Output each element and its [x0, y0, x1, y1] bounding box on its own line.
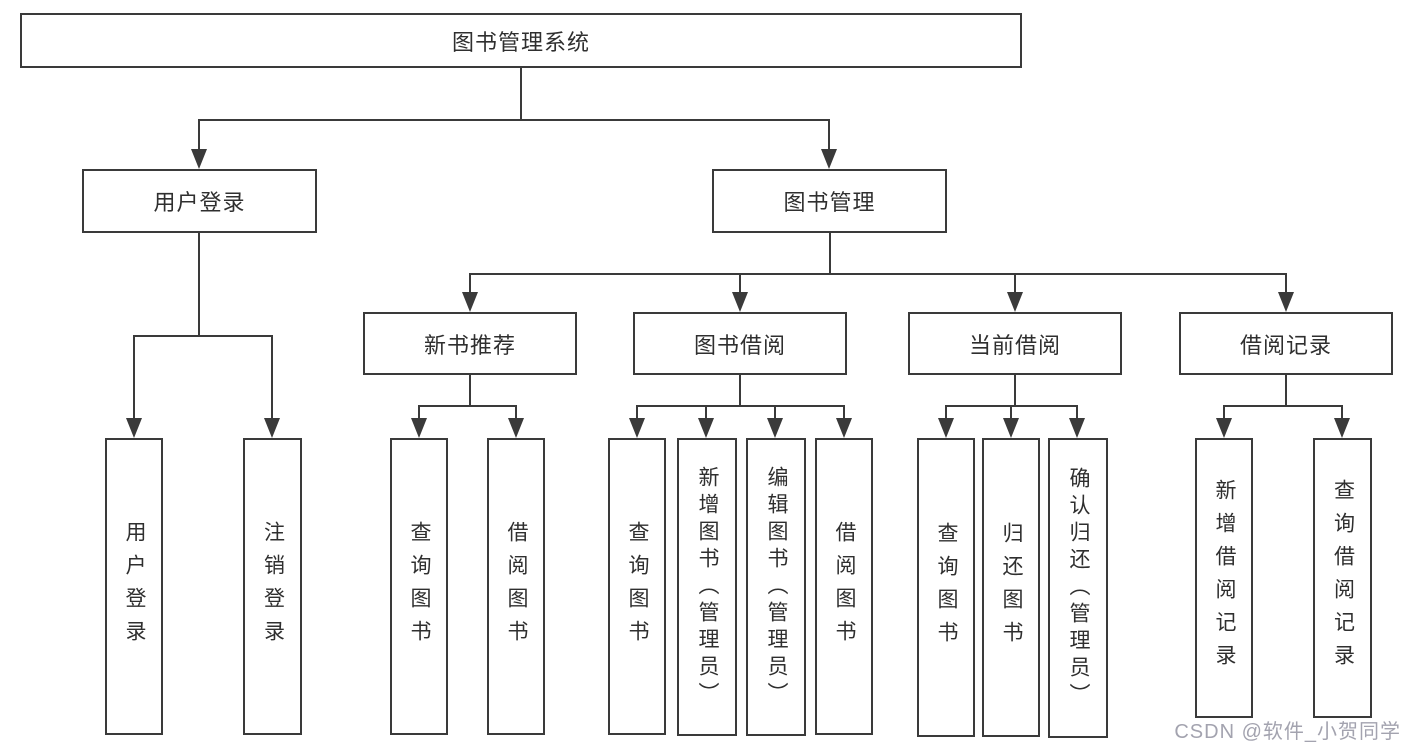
connector-drop	[945, 405, 947, 420]
arrow-down-icon	[698, 418, 714, 438]
node-root-label: 图书管理系统	[451, 29, 590, 55]
connector-user-login-rail	[133, 335, 273, 337]
arrow-down-icon	[836, 418, 852, 438]
leaf-borrow-books-recommend: 借阅图书	[487, 438, 545, 735]
connector-drop	[418, 405, 420, 420]
node-borrow-records-label: 借阅记录	[1239, 332, 1332, 358]
leaf-add-book-admin: 新增图书（管理员）	[677, 438, 737, 736]
connector-user-login-drop	[198, 119, 200, 150]
csdn-watermark: CSDN @软件_小贺同学	[1174, 721, 1401, 743]
node-current-borrow: 当前借阅	[908, 312, 1122, 375]
connector-book-mgmt-down	[829, 233, 831, 274]
leaf-label: 注销登录	[261, 520, 285, 653]
connector-new-book-down	[469, 375, 471, 406]
arrow-down-icon	[1278, 292, 1294, 312]
leaf-label: 新增借阅记录	[1213, 479, 1236, 677]
leaf-logout: 注销登录	[243, 438, 302, 735]
arrow-down-icon	[938, 418, 954, 438]
connector-drop	[1076, 405, 1078, 420]
node-new-book-recommend: 新书推荐	[363, 312, 577, 375]
connector-drop	[469, 273, 471, 294]
leaf-label: 借阅图书	[833, 520, 856, 653]
arrow-down-icon	[1069, 418, 1085, 438]
arrow-down-icon	[264, 418, 280, 438]
connector-drop	[133, 335, 135, 420]
arrow-down-icon	[732, 292, 748, 312]
arrow-down-icon	[1003, 418, 1019, 438]
connector-drop	[1285, 273, 1287, 294]
leaf-label: 新增图书（管理员）	[696, 465, 719, 709]
leaf-label: 查询图书	[935, 521, 958, 654]
connector-drop	[1010, 405, 1012, 420]
connector-drop	[636, 405, 638, 420]
connector-drop	[843, 405, 845, 420]
leaf-label: 归还图书	[1000, 521, 1023, 654]
leaf-borrow-books: 借阅图书	[815, 438, 873, 735]
connector-level2-rail	[198, 119, 830, 121]
leaf-user-login: 用户登录	[105, 438, 163, 735]
leaf-label: 查询图书	[408, 520, 431, 653]
connector-drop	[1223, 405, 1225, 420]
leaf-query-books-current: 查询图书	[917, 438, 975, 737]
node-root: 图书管理系统	[20, 13, 1022, 68]
arrow-down-icon	[191, 149, 207, 169]
arrow-down-icon	[629, 418, 645, 438]
node-book-management-label: 图书管理	[783, 190, 876, 215]
arrow-down-icon	[411, 418, 427, 438]
connector-drop	[774, 405, 776, 420]
arrow-down-icon	[821, 149, 837, 169]
leaf-label: 编辑图书（管理员）	[765, 465, 788, 709]
connector-book-mgmt-drop	[828, 119, 830, 150]
connector-drop	[1341, 405, 1343, 420]
arrow-down-icon	[1216, 418, 1232, 438]
arrow-down-icon	[1334, 418, 1350, 438]
leaf-edit-book-admin: 编辑图书（管理员）	[746, 438, 806, 736]
connector-book-borrow-rail	[636, 405, 845, 407]
node-borrow-records: 借阅记录	[1179, 312, 1393, 375]
arrow-down-icon	[126, 418, 142, 438]
leaf-add-borrow-record: 新增借阅记录	[1195, 438, 1253, 718]
leaf-label: 借阅图书	[505, 520, 528, 653]
connector-drop	[271, 335, 273, 420]
arrow-down-icon	[1007, 292, 1023, 312]
connector-user-login-down	[198, 233, 200, 336]
node-user-login-label: 用户登录	[153, 190, 246, 215]
connector-drop	[705, 405, 707, 420]
connector-book-borrow-down	[739, 375, 741, 406]
leaf-label: 查询图书	[626, 520, 649, 653]
node-user-login: 用户登录	[82, 169, 317, 233]
connector-drop	[1014, 273, 1016, 294]
connector-new-book-rail	[418, 405, 517, 407]
connector-level3-rail	[470, 273, 1287, 275]
leaf-query-books-borrow: 查询图书	[608, 438, 666, 735]
connector-drop	[515, 405, 517, 420]
arrow-down-icon	[462, 292, 478, 312]
leaf-label: 用户登录	[123, 520, 146, 653]
leaf-confirm-return-admin: 确认归还（管理员）	[1048, 438, 1108, 738]
node-book-borrow-label: 图书借阅	[693, 332, 786, 358]
node-new-book-recommend-label: 新书推荐	[423, 332, 516, 358]
leaf-query-books-recommend: 查询图书	[390, 438, 448, 735]
node-book-management: 图书管理	[712, 169, 947, 233]
connector-drop	[739, 273, 741, 294]
arrow-down-icon	[767, 418, 783, 438]
connector-borrow-records-down	[1285, 375, 1287, 406]
leaf-label: 查询借阅记录	[1331, 479, 1355, 677]
connector-current-borrow-down	[1014, 375, 1016, 406]
leaf-query-borrow-record: 查询借阅记录	[1313, 438, 1372, 718]
arrow-down-icon	[508, 418, 524, 438]
leaf-label: 确认归还（管理员）	[1067, 466, 1090, 710]
node-book-borrow: 图书借阅	[633, 312, 847, 375]
leaf-return-books: 归还图书	[982, 438, 1040, 737]
connector-borrow-records-rail	[1223, 405, 1343, 407]
connector-root-drop	[520, 68, 522, 120]
node-current-borrow-label: 当前借阅	[968, 332, 1061, 358]
